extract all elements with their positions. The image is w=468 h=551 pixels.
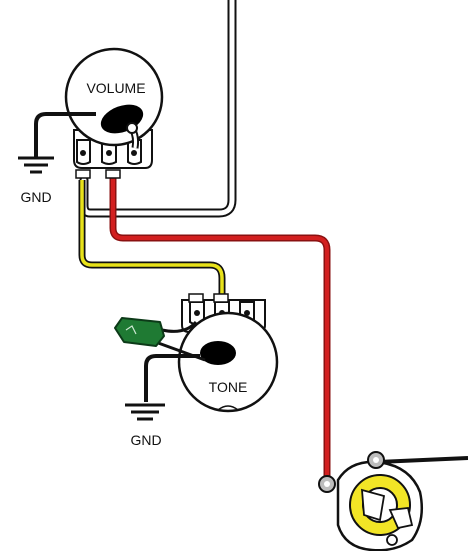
volume-label: VOLUME	[86, 80, 145, 96]
red-wire	[109, 175, 331, 480]
tone-solder-blob	[200, 341, 236, 365]
yellow-wire	[78, 180, 226, 300]
tone-label: TONE	[209, 379, 248, 395]
gnd-label-lower: GND	[130, 432, 161, 448]
output-jack	[318, 451, 468, 551]
ground-symbol-lower	[125, 403, 165, 421]
tone-pot: TONE	[177, 293, 279, 413]
volume-pot: VOLUME	[64, 47, 164, 179]
volume-ground-wire	[34, 112, 96, 158]
gnd-label-upper: GND	[20, 189, 51, 205]
ground-symbol-upper	[18, 156, 54, 174]
tone-ground-wire	[144, 354, 200, 402]
